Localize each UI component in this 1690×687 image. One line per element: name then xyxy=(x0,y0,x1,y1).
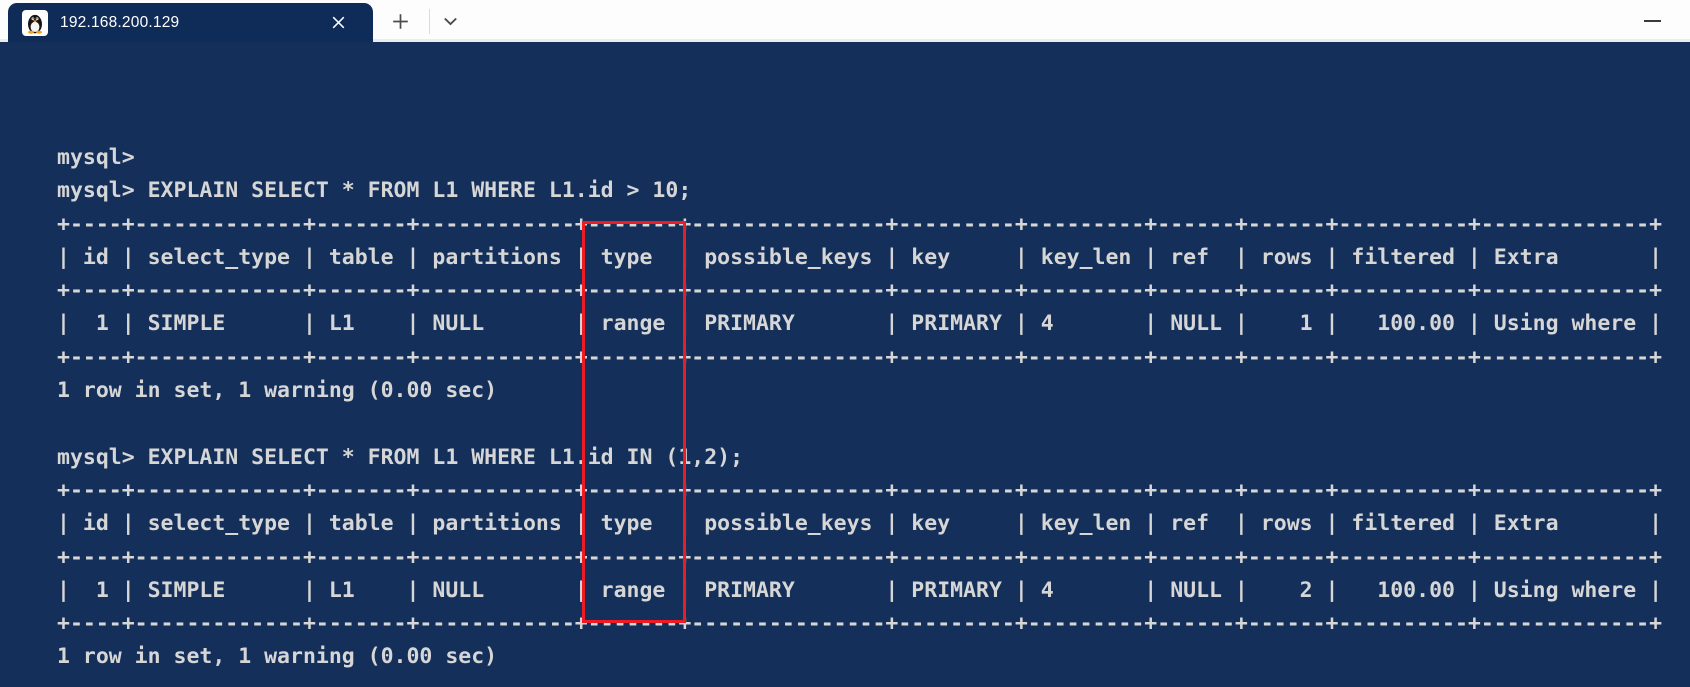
browser-tab-strip: 192.168.200.129 xyxy=(0,0,1690,42)
tab-close-icon[interactable] xyxy=(327,12,349,34)
chevron-down-icon xyxy=(443,17,458,26)
browser-tab[interactable]: 192.168.200.129 xyxy=(8,3,373,42)
terminal-screen[interactable]: mysql> mysql> EXPLAIN SELECT * FROM L1 W… xyxy=(0,42,1690,687)
tux-penguin-icon xyxy=(22,9,48,36)
tab-strip-bottom-edge xyxy=(0,39,1690,42)
minimize-button[interactable] xyxy=(1638,7,1666,35)
plus-icon xyxy=(392,13,409,30)
minimize-icon xyxy=(1643,20,1661,22)
new-tab-button[interactable] xyxy=(386,7,414,35)
terminal-output: mysql> mysql> EXPLAIN SELECT * FROM L1 W… xyxy=(57,145,1663,670)
tab-strip-divider xyxy=(429,9,430,34)
tab-list-button[interactable] xyxy=(436,7,464,35)
tab-title: 192.168.200.129 xyxy=(60,13,180,31)
